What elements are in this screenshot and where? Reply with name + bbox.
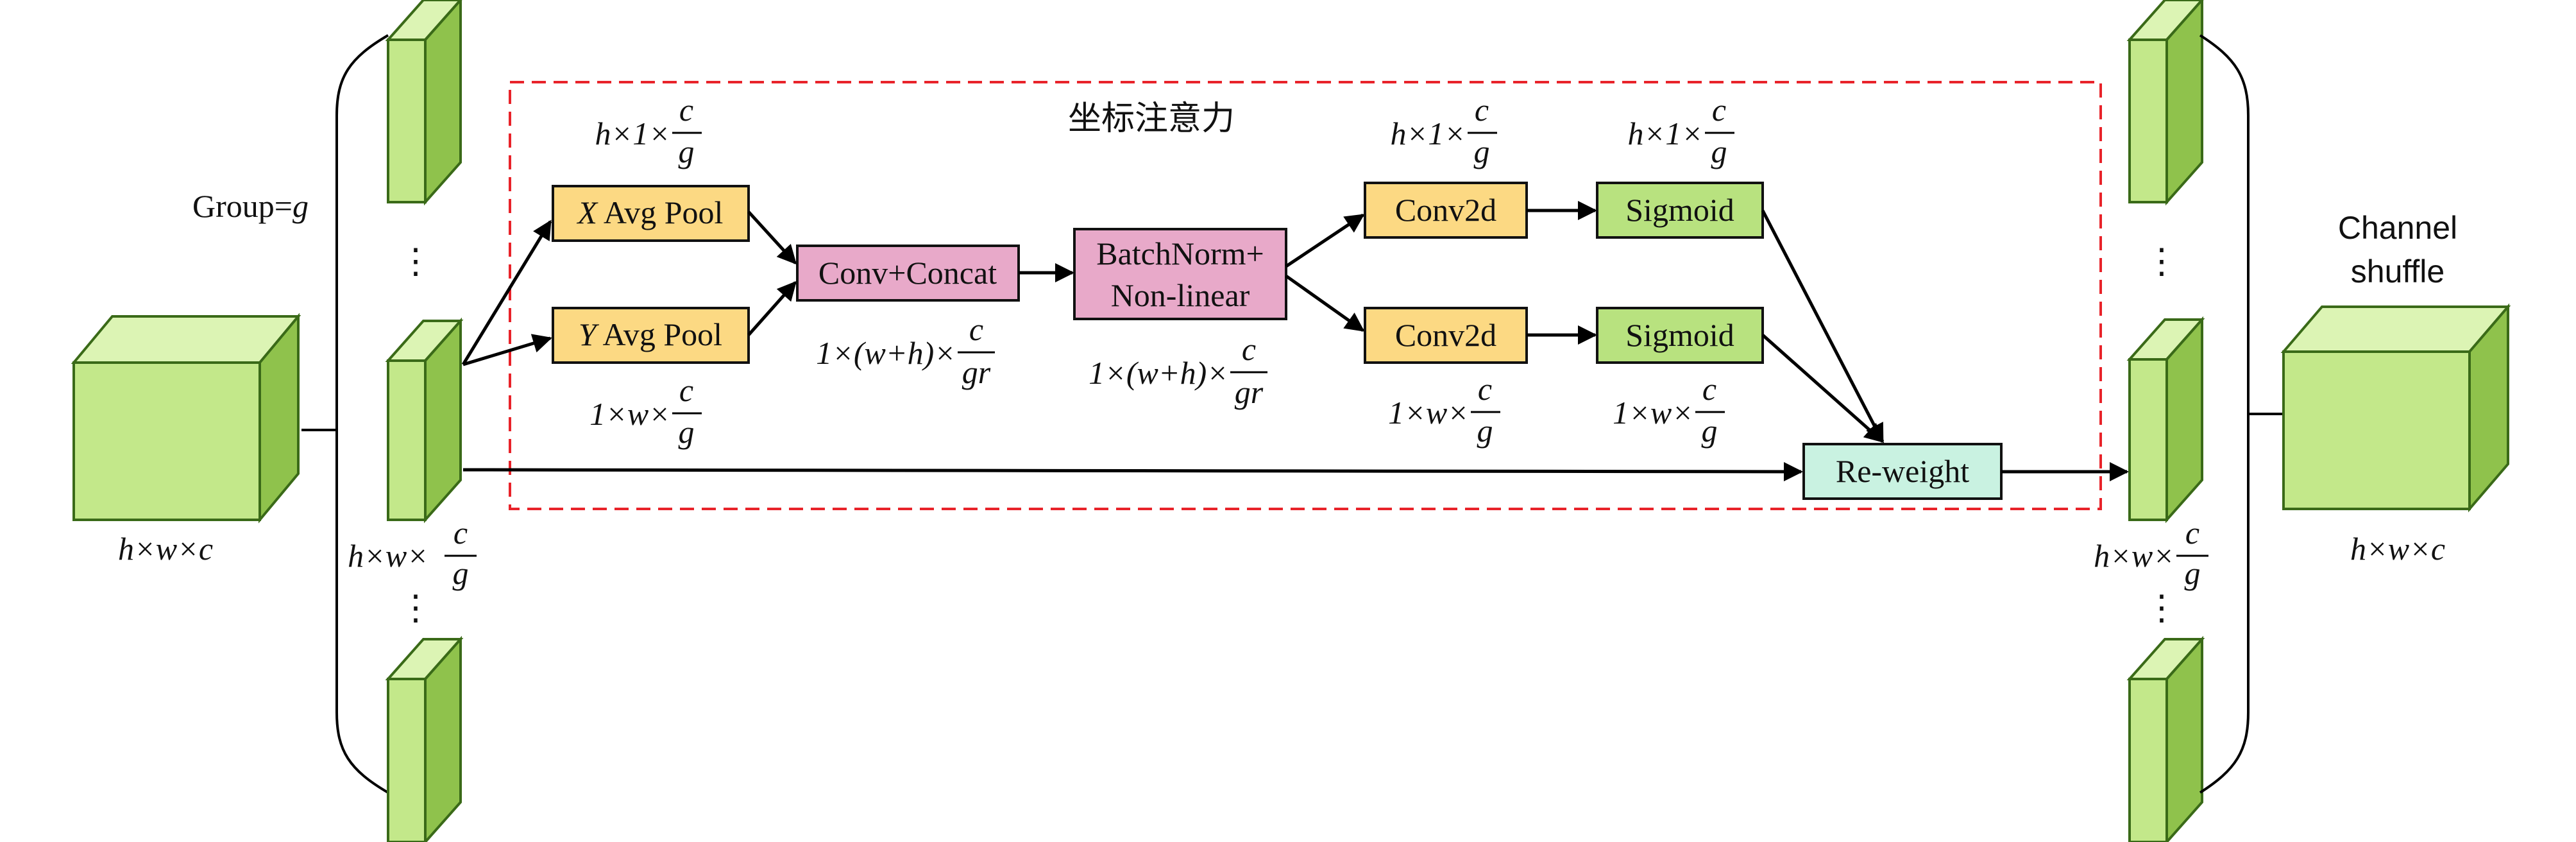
- y-pool-dim: 1×w× c g: [589, 372, 702, 450]
- group-slab-middle-right: [2126, 316, 2205, 524]
- arrow-bn-to-conv2d-bottom: [1285, 274, 1365, 332]
- x-avg-pool-label: X Avg Pool: [577, 194, 724, 230]
- y-avg-pool-label: Y Avg Pool: [579, 316, 722, 352]
- conv-concat-label: Conv+Concat: [818, 255, 997, 291]
- svg-text:1×(w+h)×: 1×(w+h)×: [816, 335, 956, 371]
- svg-text:c: c: [1478, 371, 1492, 407]
- sigmoid-top-label: Sigmoid: [1625, 192, 1734, 228]
- sigmoid-bottom-dim: 1×w× c g: [1613, 371, 1725, 449]
- group-slab-bottom-right: [2126, 635, 2205, 842]
- group-slab-middle-left: [385, 317, 464, 524]
- svg-text:c: c: [679, 92, 693, 128]
- conv2d-top-dim: h×1× c g: [1391, 92, 1497, 169]
- conv2d-top-label: Conv2d: [1395, 192, 1496, 228]
- x-avg-pool-box: [552, 185, 750, 242]
- reweight-label: Re-weight: [1836, 453, 1969, 489]
- ellipsis-right-bottom: ⋮: [2144, 589, 2179, 627]
- ellipsis-left-bottom: ⋮: [398, 589, 433, 627]
- ellipsis-right-top: ⋮: [2144, 242, 2179, 280]
- svg-text:c: c: [1702, 371, 1716, 407]
- sigmoid-top-box: [1596, 182, 1764, 239]
- y-avg-pool-box: [552, 307, 750, 364]
- conv2d-top-box: [1364, 182, 1528, 239]
- channel-shuffle-line1: Channel: [2338, 210, 2457, 246]
- svg-text:gr: gr: [962, 354, 991, 390]
- arrow-bn-to-conv2d-top: [1285, 213, 1365, 268]
- arrow-to-y-pool: [462, 334, 552, 366]
- svg-text:g: g: [1474, 133, 1490, 169]
- group-slab-top-left: [385, 0, 462, 206]
- svg-text:c: c: [969, 311, 983, 347]
- group-dim-left-num: c: [453, 515, 468, 551]
- arrow-ypool-to-concat: [747, 280, 797, 336]
- conv2d-bottom-box: [1364, 307, 1528, 364]
- x-pool-dim: h×1× c g: [595, 92, 702, 169]
- svg-text:1×w×: 1×w×: [589, 396, 670, 432]
- arrow-to-x-pool: [461, 219, 552, 366]
- svg-text:g: g: [1702, 413, 1718, 449]
- batchnorm-box: [1073, 228, 1287, 320]
- svg-text:h×1×: h×1×: [595, 116, 670, 151]
- group-dim-left: h×w×: [348, 538, 428, 574]
- left-brace: [335, 34, 389, 794]
- group-dim-right-num: c: [2185, 515, 2199, 551]
- svg-text:g: g: [1477, 413, 1493, 449]
- input-dim-label: h×w×c: [118, 531, 213, 567]
- svg-text:c: c: [1242, 331, 1256, 367]
- arrow-skip-to-reweight: [462, 461, 1803, 481]
- group-slab-top-right: [2126, 0, 2204, 206]
- coordinate-attention-region: [509, 81, 2102, 510]
- svg-text:g: g: [1711, 133, 1727, 169]
- arrow-sigmoid-bottom-to-reweight: [1761, 334, 1885, 443]
- batchnorm-label-line1: BatchNorm+: [1096, 236, 1264, 271]
- conv2d-bottom-dim: 1×w× c g: [1388, 371, 1500, 449]
- right-brace: [2199, 34, 2250, 794]
- svg-text:c: c: [1475, 92, 1489, 128]
- sigmoid-top-dim: h×1× c g: [1628, 92, 1734, 169]
- svg-text:gr: gr: [1235, 374, 1264, 410]
- svg-text:1×w×: 1×w×: [1388, 395, 1469, 431]
- batchnorm-dim: 1×(w+h)× c gr: [1089, 331, 1267, 410]
- svg-text:c: c: [679, 372, 693, 408]
- group-dim-left-den: g: [453, 555, 469, 591]
- group-dim-right-den: g: [2185, 555, 2201, 591]
- conv2d-bottom-label: Conv2d: [1395, 317, 1496, 353]
- group-dim-right: h×w×: [2094, 538, 2174, 574]
- svg-text:h×1×: h×1×: [1391, 116, 1466, 151]
- sigmoid-bottom-box: [1596, 307, 1764, 364]
- svg-text:h×1×: h×1×: [1628, 116, 1703, 151]
- output-cube: [2280, 303, 2511, 513]
- svg-text:1×(w+h)×: 1×(w+h)×: [1089, 355, 1228, 391]
- group-slab-bottom-left: [385, 635, 464, 842]
- svg-text:1×w×: 1×w×: [1613, 395, 1693, 431]
- batchnorm-label-line2: Non-linear: [1111, 277, 1250, 313]
- ellipsis-left-top: ⋮: [398, 242, 433, 280]
- region-title: 坐标注意力: [1068, 100, 1235, 137]
- svg-text:c: c: [1712, 92, 1726, 128]
- reweight-box: [1802, 443, 2003, 500]
- sigmoid-bottom-label: Sigmoid: [1625, 317, 1734, 353]
- input-cube: [71, 313, 301, 524]
- output-dim-label: h×w×c: [2350, 531, 2445, 567]
- channel-shuffle-line2: shuffle: [2351, 253, 2445, 289]
- svg-text:g: g: [679, 133, 695, 169]
- conv-concat-box: [796, 245, 1020, 302]
- concat-dim: 1×(w+h)× c gr: [816, 311, 995, 390]
- arrow-xpool-to-concat: [747, 210, 797, 265]
- arrow-sigmoid-top-to-reweight: [1761, 209, 1885, 443]
- svg-text:g: g: [679, 414, 695, 450]
- group-label: Group=g: [192, 188, 309, 224]
